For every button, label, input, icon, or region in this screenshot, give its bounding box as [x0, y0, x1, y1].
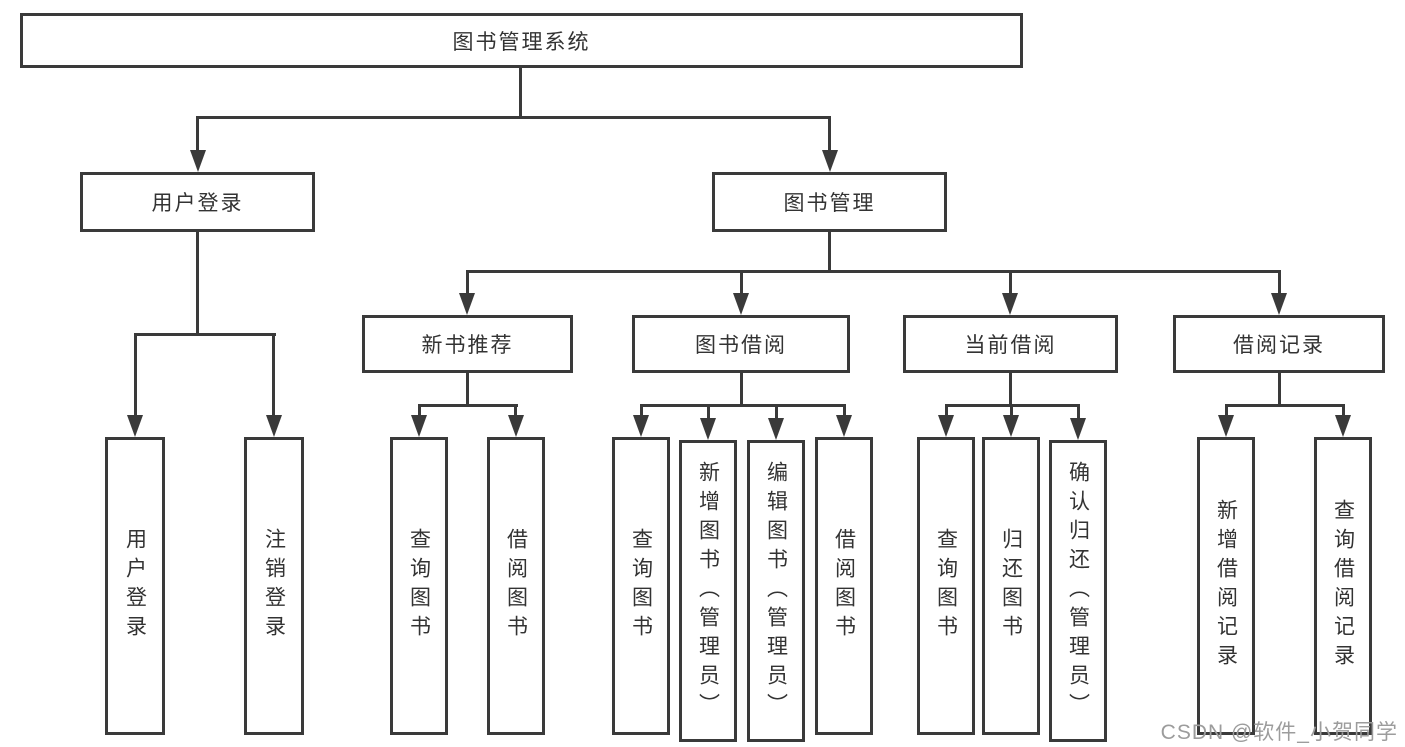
connector-line [134, 333, 137, 415]
arrow-down-icon [633, 415, 649, 437]
leaf-logout: 注销登录 [244, 437, 304, 735]
connector-line [466, 270, 469, 293]
node-label: 新增图书（管理员） [696, 460, 720, 722]
node-new-book-recommend: 新书推荐 [362, 315, 573, 373]
node-label: 查询借阅记录 [1331, 499, 1355, 673]
connector-line [1010, 404, 1013, 415]
leaf-borrow-books: 借阅图书 [815, 437, 873, 735]
arrow-down-icon [459, 293, 475, 315]
node-label: 新书推荐 [421, 334, 514, 357]
connector-line [775, 404, 778, 418]
connector-line [1225, 404, 1228, 415]
arrow-down-icon [938, 415, 954, 437]
connector-line [740, 373, 743, 407]
connector-line [640, 404, 643, 415]
node-label: 查询图书 [407, 528, 431, 644]
node-label: 当前借阅 [964, 334, 1057, 357]
node-label: 图书借阅 [695, 334, 787, 357]
connector-line [1009, 270, 1012, 293]
connector-line [466, 270, 1280, 273]
connector-line [1009, 373, 1012, 407]
connector-line [740, 270, 743, 293]
arrow-down-icon [411, 415, 427, 437]
connector-line [1278, 270, 1281, 293]
node-label: 注销登录 [262, 528, 286, 644]
connector-line [1077, 404, 1080, 418]
leaf-query-books-recommend: 查询图书 [390, 437, 448, 735]
leaf-query-books-current: 查询图书 [917, 437, 975, 735]
connector-line [519, 68, 522, 118]
node-label: 借阅图书 [832, 528, 856, 644]
node-library-system: 图书管理系统 [20, 13, 1023, 68]
connector-line [945, 404, 948, 415]
arrow-down-icon [508, 415, 524, 437]
arrow-down-icon [733, 293, 749, 315]
node-label: 归还图书 [999, 528, 1023, 644]
leaf-query-borrow-record: 查询借阅记录 [1314, 437, 1372, 735]
arrow-down-icon [822, 150, 838, 172]
leaf-confirm-return-admin: 确认归还（管理员） [1049, 440, 1107, 742]
leaf-user-login: 用户登录 [105, 437, 165, 735]
arrow-down-icon [700, 418, 716, 440]
connector-line [514, 404, 517, 415]
arrow-down-icon [1218, 415, 1234, 437]
node-label: 查询图书 [934, 528, 958, 644]
arrow-down-icon [266, 415, 282, 437]
node-label: 编辑图书（管理员） [764, 460, 788, 722]
arrow-down-icon [768, 418, 784, 440]
leaf-edit-books-admin: 编辑图书（管理员） [747, 440, 805, 742]
node-label: 用户登录 [151, 192, 244, 215]
connector-line [843, 404, 846, 415]
arrow-down-icon [1271, 293, 1287, 315]
node-label: 查询图书 [629, 528, 653, 644]
leaf-add-books-admin: 新增图书（管理员） [679, 440, 737, 742]
connector-line [418, 404, 518, 407]
arrow-down-icon [190, 150, 206, 172]
arrow-down-icon [836, 415, 852, 437]
leaf-borrow-books-recommend: 借阅图书 [487, 437, 545, 735]
connector-line [272, 333, 275, 415]
arrow-down-icon [1335, 415, 1351, 437]
connector-line [196, 232, 199, 335]
arrow-down-icon [1003, 415, 1019, 437]
leaf-return-books: 归还图书 [982, 437, 1040, 735]
connector-line [1278, 373, 1281, 407]
node-label: 借阅图书 [504, 528, 528, 644]
node-book-borrow: 图书借阅 [632, 315, 850, 373]
leaf-query-books-borrow: 查询图书 [612, 437, 670, 735]
connector-line [134, 333, 276, 336]
arrow-down-icon [127, 415, 143, 437]
connector-line [196, 116, 199, 150]
leaf-add-borrow-record: 新增借阅记录 [1197, 437, 1255, 735]
node-label: 用户登录 [123, 528, 147, 644]
connector-line [707, 404, 710, 418]
node-label: 图书管理 [783, 192, 876, 215]
node-label: 确认归还（管理员） [1066, 460, 1090, 722]
watermark: CSDN @软件_小贺同学 [1160, 721, 1398, 744]
connector-line [196, 116, 831, 119]
connector-line [466, 373, 469, 407]
connector-line [828, 232, 831, 273]
connector-line [1342, 404, 1345, 415]
node-book-management: 图书管理 [712, 172, 947, 232]
connector-line [828, 116, 831, 150]
arrow-down-icon [1070, 418, 1086, 440]
node-label: 借阅记录 [1233, 334, 1325, 357]
connector-line [640, 404, 846, 407]
connector-line [1225, 404, 1345, 407]
connector-line [418, 404, 421, 415]
node-borrow-records: 借阅记录 [1173, 315, 1385, 373]
node-user-login: 用户登录 [80, 172, 315, 232]
node-label: 图书管理系统 [452, 30, 591, 54]
arrow-down-icon [1002, 293, 1018, 315]
node-label: 新增借阅记录 [1214, 499, 1238, 673]
node-current-borrow: 当前借阅 [903, 315, 1118, 373]
